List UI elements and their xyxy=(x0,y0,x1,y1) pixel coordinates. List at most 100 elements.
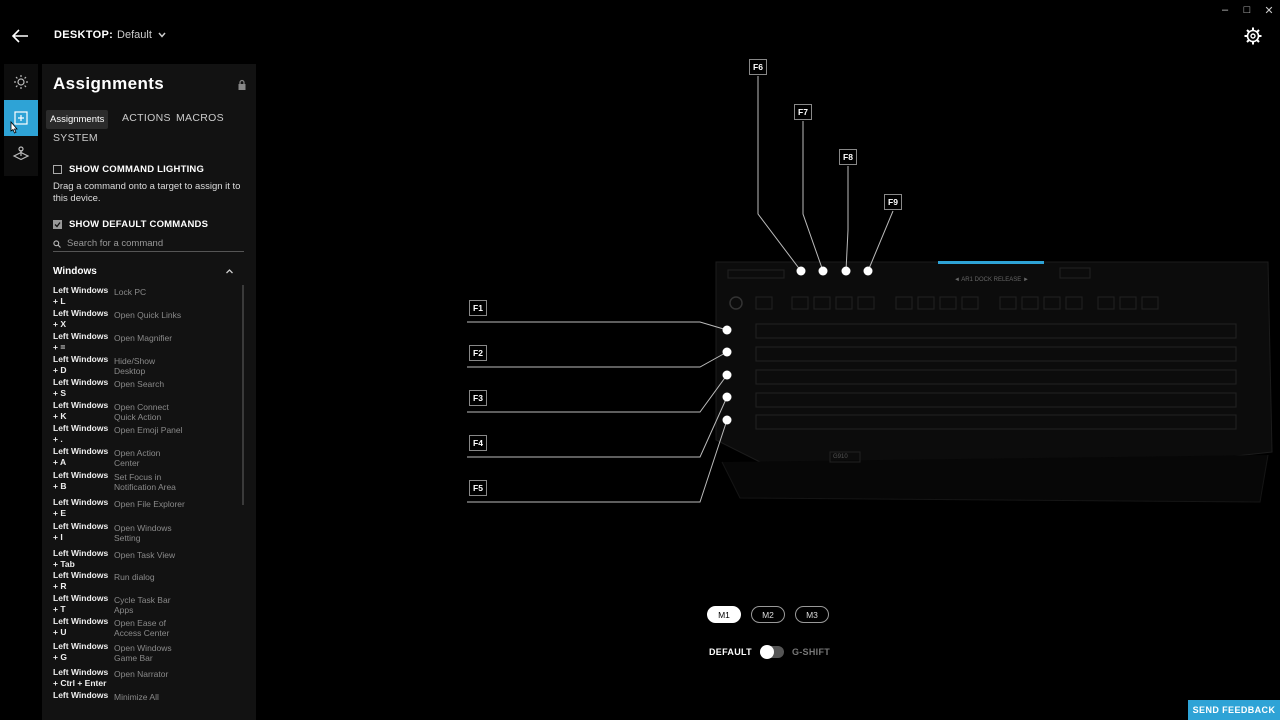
command-action: Open Ease of Access Center xyxy=(114,618,170,638)
command-action: Open Action Center xyxy=(114,448,161,468)
command-action: Run dialog xyxy=(114,572,155,582)
profile-selector[interactable]: DESKTOP: Default xyxy=(54,29,168,41)
command-action: Open Windows Game Bar xyxy=(114,643,172,663)
minimize-button[interactable]: – xyxy=(1221,4,1229,16)
fkey-f1[interactable]: F1 xyxy=(469,300,487,316)
command-lighting-checkbox[interactable] xyxy=(53,165,62,174)
command-key: Left Windows + E xyxy=(53,497,109,518)
command-key: Left Windows + K xyxy=(53,400,109,421)
command-action: Cycle Task Bar Apps xyxy=(114,595,171,615)
mouse-cursor-icon xyxy=(10,120,18,134)
settings-button[interactable] xyxy=(1244,27,1262,45)
command-action: Lock PC xyxy=(114,287,147,297)
command-item[interactable]: Left Windows + =Open Magnifier xyxy=(53,331,239,354)
window-controls: – □ ✕ xyxy=(1214,2,1280,18)
close-button[interactable]: ✕ xyxy=(1264,4,1274,17)
keyboard-body xyxy=(715,261,1273,503)
fkey-f4[interactable]: F4 xyxy=(469,435,487,451)
lock-icon[interactable] xyxy=(237,79,247,91)
command-item[interactable]: Left Windows + . Open Emoji Panel xyxy=(53,423,239,446)
tooltip-assignments: Assignments xyxy=(46,110,109,129)
mode-m3[interactable]: M3 xyxy=(795,606,829,623)
memory-modes: M1 M2 M3 xyxy=(707,606,829,623)
mode-m1[interactable]: M1 xyxy=(707,606,741,623)
panel-tabs: Assignments ACTIONS MACROS SYSTEM xyxy=(42,110,256,150)
command-action: Open Search xyxy=(114,379,165,389)
rail-game-mode[interactable] xyxy=(4,136,38,172)
command-key: Left Windows + I xyxy=(53,521,109,542)
fkey-f2[interactable]: F2 xyxy=(469,345,487,361)
command-action: Open Connect Quick Action xyxy=(114,402,169,422)
fkey-f3[interactable]: F3 xyxy=(469,390,487,406)
fkey-f5[interactable]: F5 xyxy=(469,480,487,496)
command-key: Left Windows + L xyxy=(53,285,109,306)
rail-assignments[interactable] xyxy=(4,100,38,136)
dock-release-label: ◄ AR1 DOCK RELEASE ► xyxy=(954,277,1029,283)
command-key: Left Windows + X xyxy=(53,308,109,329)
command-key: Left Windows xyxy=(53,690,109,700)
command-search xyxy=(53,236,244,252)
back-arrow-icon xyxy=(11,29,28,43)
command-item[interactable]: Left Windows + E Open File Explorer xyxy=(53,497,239,521)
show-default-commands-toggle[interactable]: SHOW DEFAULT COMMANDS xyxy=(53,219,208,230)
send-feedback-button[interactable]: SEND FEEDBACK xyxy=(1188,700,1280,720)
command-key: Left Windows + . xyxy=(53,423,109,444)
command-key: Left Windows + D xyxy=(53,354,109,375)
plus-box-icon xyxy=(14,111,28,125)
command-item[interactable]: Left Windows + Ctrl + Enter Open Narrator xyxy=(53,667,239,690)
back-button[interactable] xyxy=(10,26,32,46)
tab-macros[interactable]: MACROS xyxy=(176,112,224,124)
chevron-up-icon xyxy=(226,269,233,274)
default-commands-checkbox[interactable] xyxy=(53,220,62,229)
command-key: Left Windows + T xyxy=(53,593,109,614)
command-action: Minimize All xyxy=(114,692,159,702)
command-list: Left Windows + L Lock PC Left Windows + X… xyxy=(53,285,239,713)
fkey-f9[interactable]: F9 xyxy=(884,194,902,210)
fkey-f8[interactable]: F8 xyxy=(839,149,857,165)
lightsync-icon xyxy=(14,75,28,89)
tab-system[interactable]: SYSTEM xyxy=(53,132,98,144)
rail-lighting[interactable] xyxy=(4,64,38,100)
command-item[interactable]: Left Windows + L Lock PC xyxy=(53,285,239,308)
gear-icon xyxy=(1244,27,1262,45)
gshift-toggle[interactable] xyxy=(759,645,784,659)
command-action: Open Emoji Panel xyxy=(114,425,183,435)
gshift-label: G-SHIFT xyxy=(791,647,831,657)
callout-lines-left xyxy=(467,321,728,503)
show-command-lighting-toggle[interactable]: SHOW COMMAND LIGHTING xyxy=(53,164,204,175)
command-action: Open File Explorer xyxy=(114,499,185,509)
command-action: Open Quick Links xyxy=(114,310,182,320)
command-key: Left Windows + S xyxy=(53,377,109,398)
command-item[interactable]: Left Windows + X Open Quick Links xyxy=(53,308,239,331)
command-list-scrollbar[interactable] xyxy=(242,285,244,505)
section-windows[interactable]: Windows xyxy=(53,266,234,277)
command-key: Left Windows + = xyxy=(53,331,109,352)
model-label: G910 xyxy=(833,454,848,460)
mode-m2[interactable]: M2 xyxy=(751,606,785,623)
fkey-f7[interactable]: F7 xyxy=(794,104,812,120)
command-item[interactable]: Left Windows + S Open Search xyxy=(53,377,239,400)
show-command-lighting-label: SHOW COMMAND LIGHTING xyxy=(69,164,205,175)
command-action: Open Narrator xyxy=(114,669,169,679)
search-input[interactable] xyxy=(67,238,237,249)
command-key: Left Windows + Ctrl + Enter xyxy=(53,667,109,688)
target-dots xyxy=(722,266,873,425)
tab-actions[interactable]: ACTIONS xyxy=(122,112,171,124)
maximize-button[interactable]: □ xyxy=(1243,4,1251,16)
help-text: Drag a command onto a target to assign i… xyxy=(53,181,241,204)
fkey-f6[interactable]: F6 xyxy=(749,59,767,75)
panel-title: Assignments xyxy=(53,74,165,93)
command-action: Open Task View xyxy=(114,550,176,560)
command-item[interactable]: Left Windows Minimize All xyxy=(53,690,239,713)
